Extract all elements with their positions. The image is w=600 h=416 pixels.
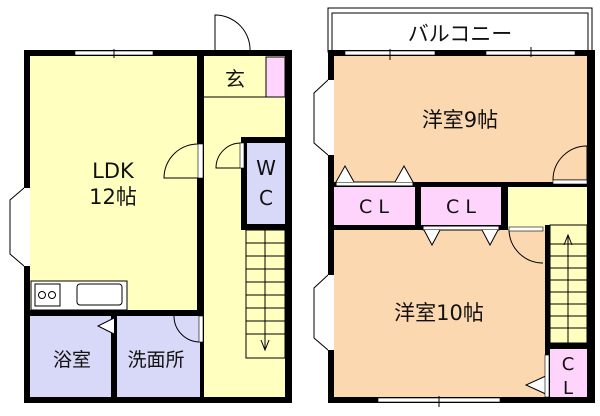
ldk-door	[163, 143, 201, 179]
stair-arrow-icon	[563, 233, 573, 246]
wc-label-w: W	[256, 156, 276, 180]
stair-arrow-icon	[260, 339, 270, 352]
ldk-size: 12帖	[89, 185, 137, 209]
entrance-door	[214, 14, 251, 53]
staircase-1	[245, 229, 286, 359]
sink-icon	[76, 283, 123, 306]
entrance-label: 玄	[225, 67, 245, 91]
balcony	[327, 7, 593, 53]
closet-3-label-c: C	[562, 354, 575, 375]
closet-doors	[335, 164, 500, 247]
closet-3-label-l: L	[563, 378, 573, 399]
staircase-2	[549, 224, 588, 344]
stove-icon	[34, 283, 61, 307]
closet-2-label: C L	[446, 196, 476, 218]
room-10-label: 洋室10帖	[394, 301, 484, 325]
closet-3-door	[524, 374, 549, 396]
wc-label-c: C	[259, 186, 273, 210]
ldk-label: LDK	[92, 159, 135, 183]
room-9	[334, 56, 587, 182]
kitchen-counter	[30, 280, 128, 311]
shoe-cabinet	[265, 56, 286, 98]
floor-1: LDK 12帖 玄 W C 浴室 洗面所	[9, 14, 292, 403]
closet-1	[334, 187, 415, 225]
washroom-label: 洗面所	[127, 349, 184, 371]
washroom-door	[173, 315, 201, 343]
bath-label: 浴室	[53, 349, 91, 371]
room-10-door	[508, 228, 544, 264]
wc-door	[215, 142, 242, 169]
bath-door	[96, 317, 115, 335]
room-washroom	[117, 316, 200, 397]
room-bath	[30, 316, 111, 397]
closet-1-label: C L	[359, 196, 389, 218]
hall-2	[508, 187, 587, 225]
room-9-label: 洋室9帖	[422, 108, 498, 132]
room-10	[334, 230, 545, 397]
closet-3	[550, 349, 587, 397]
room-ldk	[30, 56, 197, 310]
balcony-label: バルコニー	[408, 22, 513, 46]
room-wc	[247, 143, 285, 224]
closet-2	[421, 187, 501, 225]
floor-2: バルコニー	[313, 7, 595, 407]
